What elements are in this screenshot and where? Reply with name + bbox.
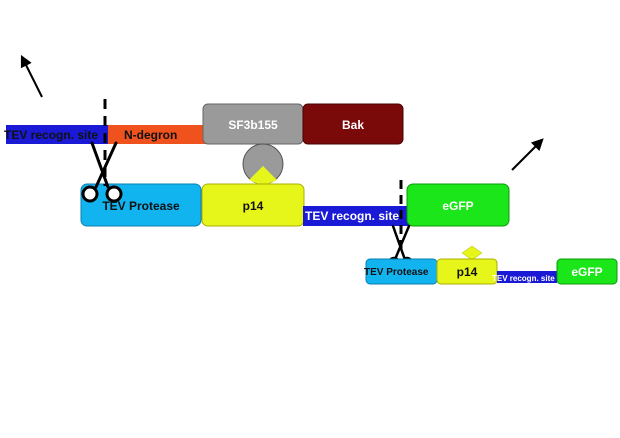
bak-label: Bak xyxy=(342,118,364,132)
egfp-small-box xyxy=(556,258,618,285)
tev-protease-small-label: TEV Protease xyxy=(364,267,429,278)
arrow-icon xyxy=(20,54,43,98)
egfp-label: eGFP xyxy=(442,199,473,213)
p14-box xyxy=(201,183,305,227)
p14-wedge xyxy=(249,166,277,186)
sf3b155-label: SF3b155 xyxy=(228,118,278,132)
arrow-icon xyxy=(511,138,544,171)
tev-protease-label: TEV Protease xyxy=(102,199,180,213)
egfp-small-label: eGFP xyxy=(571,265,602,279)
egfp-box xyxy=(406,183,510,227)
tev-site-top-box xyxy=(6,125,110,144)
p14-label: p14 xyxy=(243,199,264,213)
ndegron-label: N-degron xyxy=(124,128,177,142)
tev-site-small-box xyxy=(497,271,557,283)
tev-site-top-label: TEV recogn. site xyxy=(4,128,98,142)
tev-site-mid-label: TEV recogn. site xyxy=(305,209,399,223)
p14-small-diamond xyxy=(461,245,483,261)
scissors-icon xyxy=(81,141,123,203)
tev-site-small-label: TEV recogn. site xyxy=(492,274,555,283)
tev-site-mid-box xyxy=(303,206,409,226)
p14-small-label: p14 xyxy=(457,265,478,279)
ndegron-box xyxy=(108,125,206,144)
bak-box xyxy=(302,103,404,145)
